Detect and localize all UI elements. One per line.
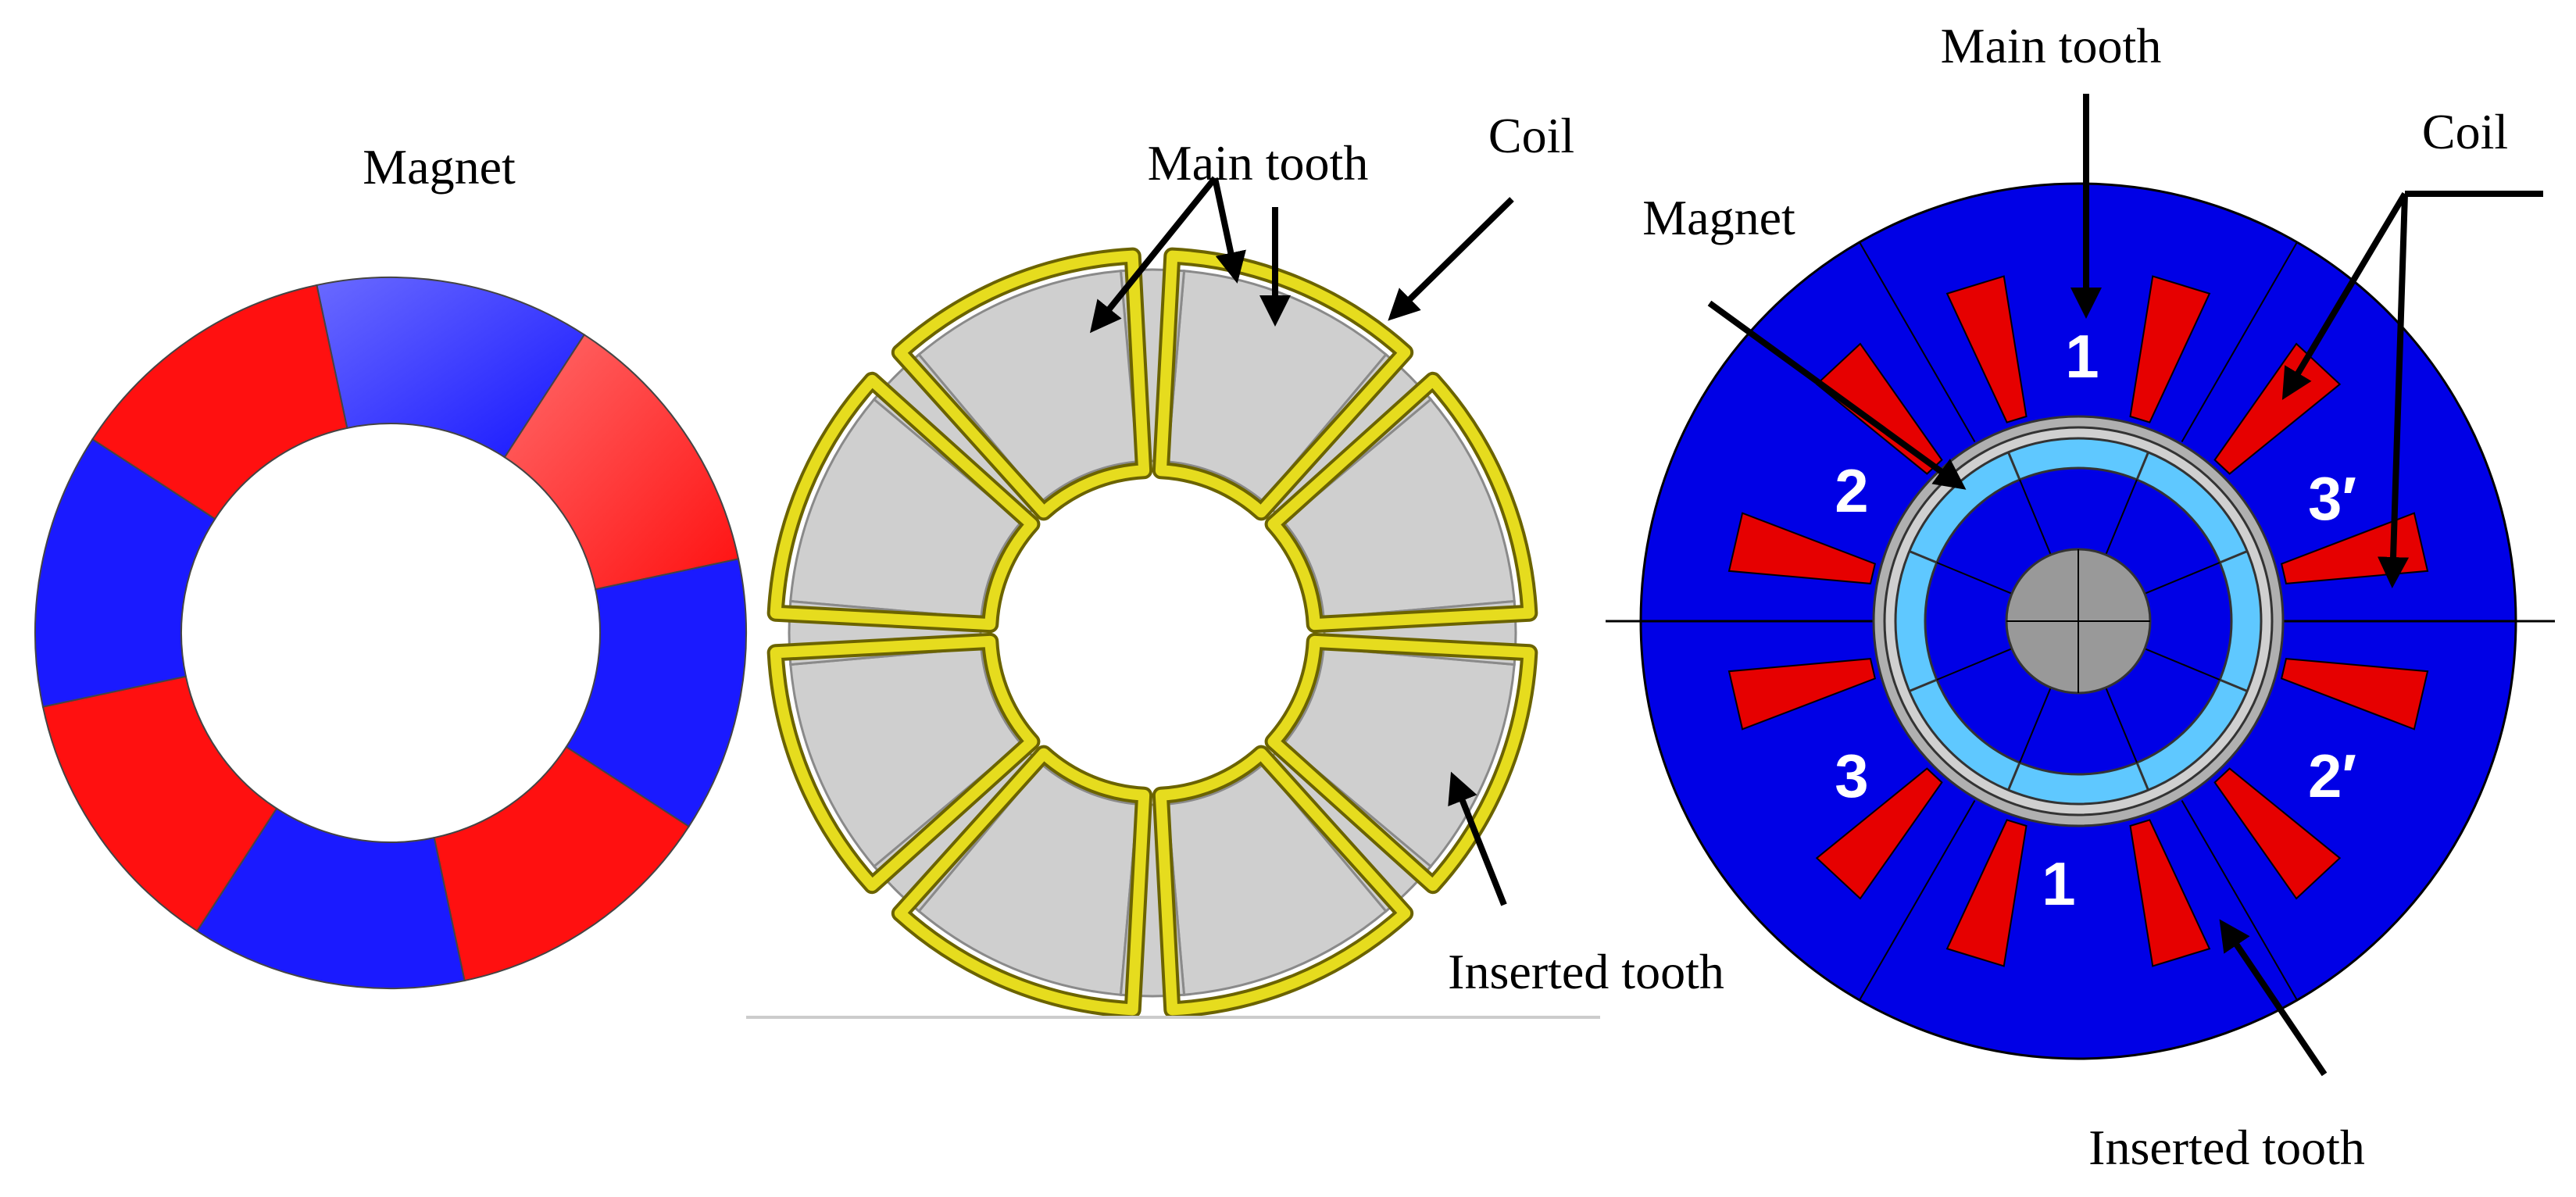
magnet-pole-blue	[34, 438, 216, 708]
stator-core	[788, 268, 1517, 998]
coil-slot	[2129, 275, 2211, 423]
main-tooth-arrow-middle	[1212, 177, 1246, 284]
magnet-segment-line	[1909, 678, 1938, 692]
stator-sector-line	[1859, 241, 1976, 443]
stator-coil	[770, 374, 1038, 631]
coil-arrow	[1388, 197, 1514, 321]
magnet-segment-line	[2007, 452, 2021, 481]
phase-label-1-top: 1	[2065, 322, 2099, 391]
coil-slot	[1945, 819, 2028, 967]
inserted-tooth-arrow	[1448, 771, 1507, 906]
machine-body	[1606, 182, 2555, 1060]
stator-coil	[1267, 635, 1535, 891]
stator-main-tooth	[789, 646, 1023, 869]
coil-slot	[2129, 819, 2211, 967]
rotor-division-line	[2105, 687, 2138, 763]
machine-coil-arrow-down	[2378, 193, 2410, 588]
machine-coil-label: Coil	[2422, 104, 2508, 159]
coil-slot	[1945, 275, 2028, 423]
magnet-pole-red	[91, 284, 348, 520]
stator-coil	[894, 250, 1150, 518]
machine-cross-section-panel: Main tooth Coil Magnet Inserted tooth 1 …	[1606, 18, 2555, 1175]
stator-main-tooth	[1282, 646, 1516, 869]
stator-panel: Main tooth Coil Inserted tooth	[746, 108, 1724, 1019]
magnet-segment-line	[2219, 678, 2248, 692]
stator-coil	[894, 748, 1150, 1016]
stator-coil	[1267, 374, 1535, 631]
coil-slot	[1727, 657, 1877, 731]
stator-main-tooth	[789, 397, 1023, 620]
magnet-segment-line	[2007, 762, 2021, 791]
stator-main-tooth	[1166, 763, 1388, 996]
magnet-segment-line	[2135, 452, 2149, 481]
stator-arrows	[1089, 176, 1514, 906]
phase-label-2: 2	[1835, 456, 1868, 525]
phase-label-1-bottom: 1	[2042, 849, 2075, 918]
rotor-division-line	[2144, 562, 2221, 595]
machine-inserted-tooth-label: Inserted tooth	[2088, 1120, 2365, 1175]
stator-main-tooth	[916, 763, 1139, 996]
magnet-pole-red	[41, 675, 278, 932]
magnet-segment-line	[2219, 550, 2248, 564]
magnet-ring	[34, 277, 747, 989]
stator-main-tooth	[1282, 397, 1516, 620]
coil-slot	[2280, 657, 2429, 731]
stator-main-tooth	[916, 270, 1139, 503]
phase-label-3: 3	[1835, 741, 1868, 810]
machine-coil-arrow-left	[2281, 191, 2408, 400]
magnet-segment-line	[1909, 550, 1938, 564]
phase-label-2-prime: 2′	[2308, 741, 2356, 810]
magnet-pole-blue	[565, 558, 747, 828]
rotor-division-line	[1936, 648, 2013, 681]
machine-magnet-arrow	[1707, 300, 1967, 490]
coil-label: Coil	[1488, 108, 1574, 163]
machine-arrows	[1707, 94, 2543, 1077]
rotor-division-line	[1936, 562, 2013, 595]
coil-slot	[2213, 767, 2342, 900]
stator-sector-line	[2181, 799, 2298, 1001]
stator-coil	[1155, 748, 1411, 1016]
magnet-pole-red	[503, 334, 740, 591]
coil-slot	[1815, 767, 1943, 900]
coil-slot	[1727, 512, 1877, 585]
rotor-division-line	[2019, 687, 2052, 763]
magnet-pole-red	[433, 745, 690, 982]
magnet-ring-panel: Magnet	[34, 139, 747, 989]
main-tooth-label: Main tooth	[1148, 135, 1369, 191]
stator-sector-line	[2181, 241, 2298, 443]
main-tooth-arrow-left	[1089, 176, 1218, 334]
machine-magnet-label: Magnet	[1642, 190, 1795, 245]
magnet-pole-blue	[316, 277, 586, 459]
rotor-division-line	[2105, 479, 2138, 556]
rotor-division-line	[2144, 648, 2221, 681]
inserted-tooth-label: Inserted tooth	[1448, 944, 1724, 999]
magnet-label: Magnet	[363, 139, 516, 195]
machine-inserted-tooth-arrow	[2219, 919, 2328, 1077]
phase-label-3-prime: 3′	[2308, 464, 2356, 533]
stator-coil	[770, 635, 1038, 891]
magnet-segment-line	[2135, 762, 2149, 791]
machine-main-tooth-label: Main tooth	[1941, 18, 2162, 73]
rotor-division-line	[2019, 479, 2052, 556]
magnet-pole-blue	[195, 807, 466, 989]
stator-sector-line	[1859, 799, 1976, 1001]
